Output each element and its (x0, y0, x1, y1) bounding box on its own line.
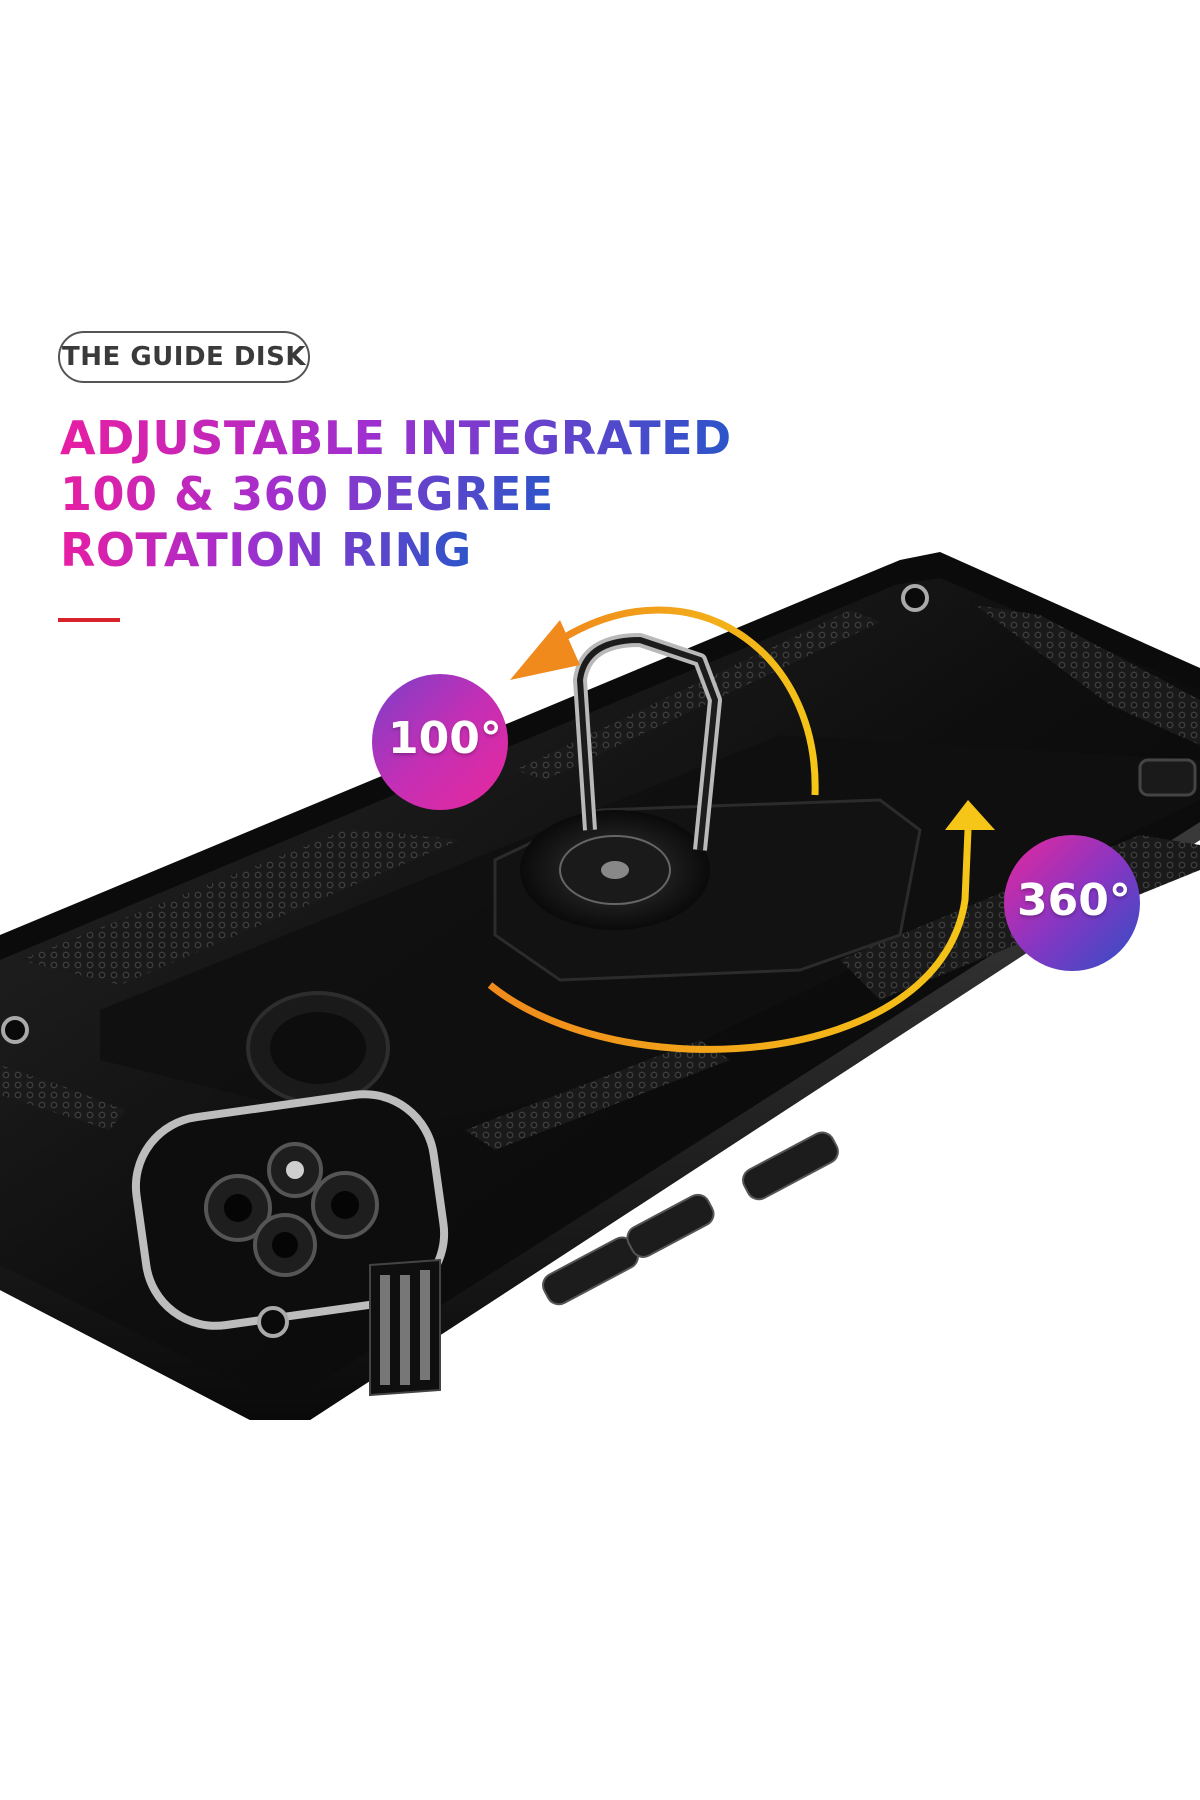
rotation-arrows (487, 606, 995, 1053)
side-port (1138, 758, 1197, 797)
feature-headline: ADJUSTABLE INTEGRATED 100 & 360 DEGREE R… (60, 410, 780, 578)
guide-disk-tag: THE GUIDE DISK (58, 331, 310, 383)
arrow-100-degree (558, 606, 819, 796)
headline-line-3: ROTATION RING (60, 523, 472, 577)
headline-line-1: ADJUSTABLE INTEGRATED (60, 411, 732, 465)
fingerprint-cutout (246, 991, 390, 1105)
badge-100-circle (372, 674, 508, 810)
ring-mount (493, 633, 922, 982)
corner-bumpers (1, 584, 929, 1397)
arrow-head-icon (510, 620, 580, 680)
accent-divider (58, 618, 120, 622)
guide-disk-tag-label: THE GUIDE DISK (62, 342, 306, 372)
arrow-head-icon (945, 800, 995, 830)
badge-360-circle (1004, 835, 1140, 971)
arrow-360-degree (487, 829, 972, 1053)
camera-module (131, 1090, 449, 1330)
badge-100-label: 100° (388, 713, 502, 764)
side-buttons (542, 758, 1197, 1306)
badge-360-label: 360° (1017, 875, 1131, 926)
headline-line-2: 100 & 360 DEGREE (60, 467, 554, 521)
